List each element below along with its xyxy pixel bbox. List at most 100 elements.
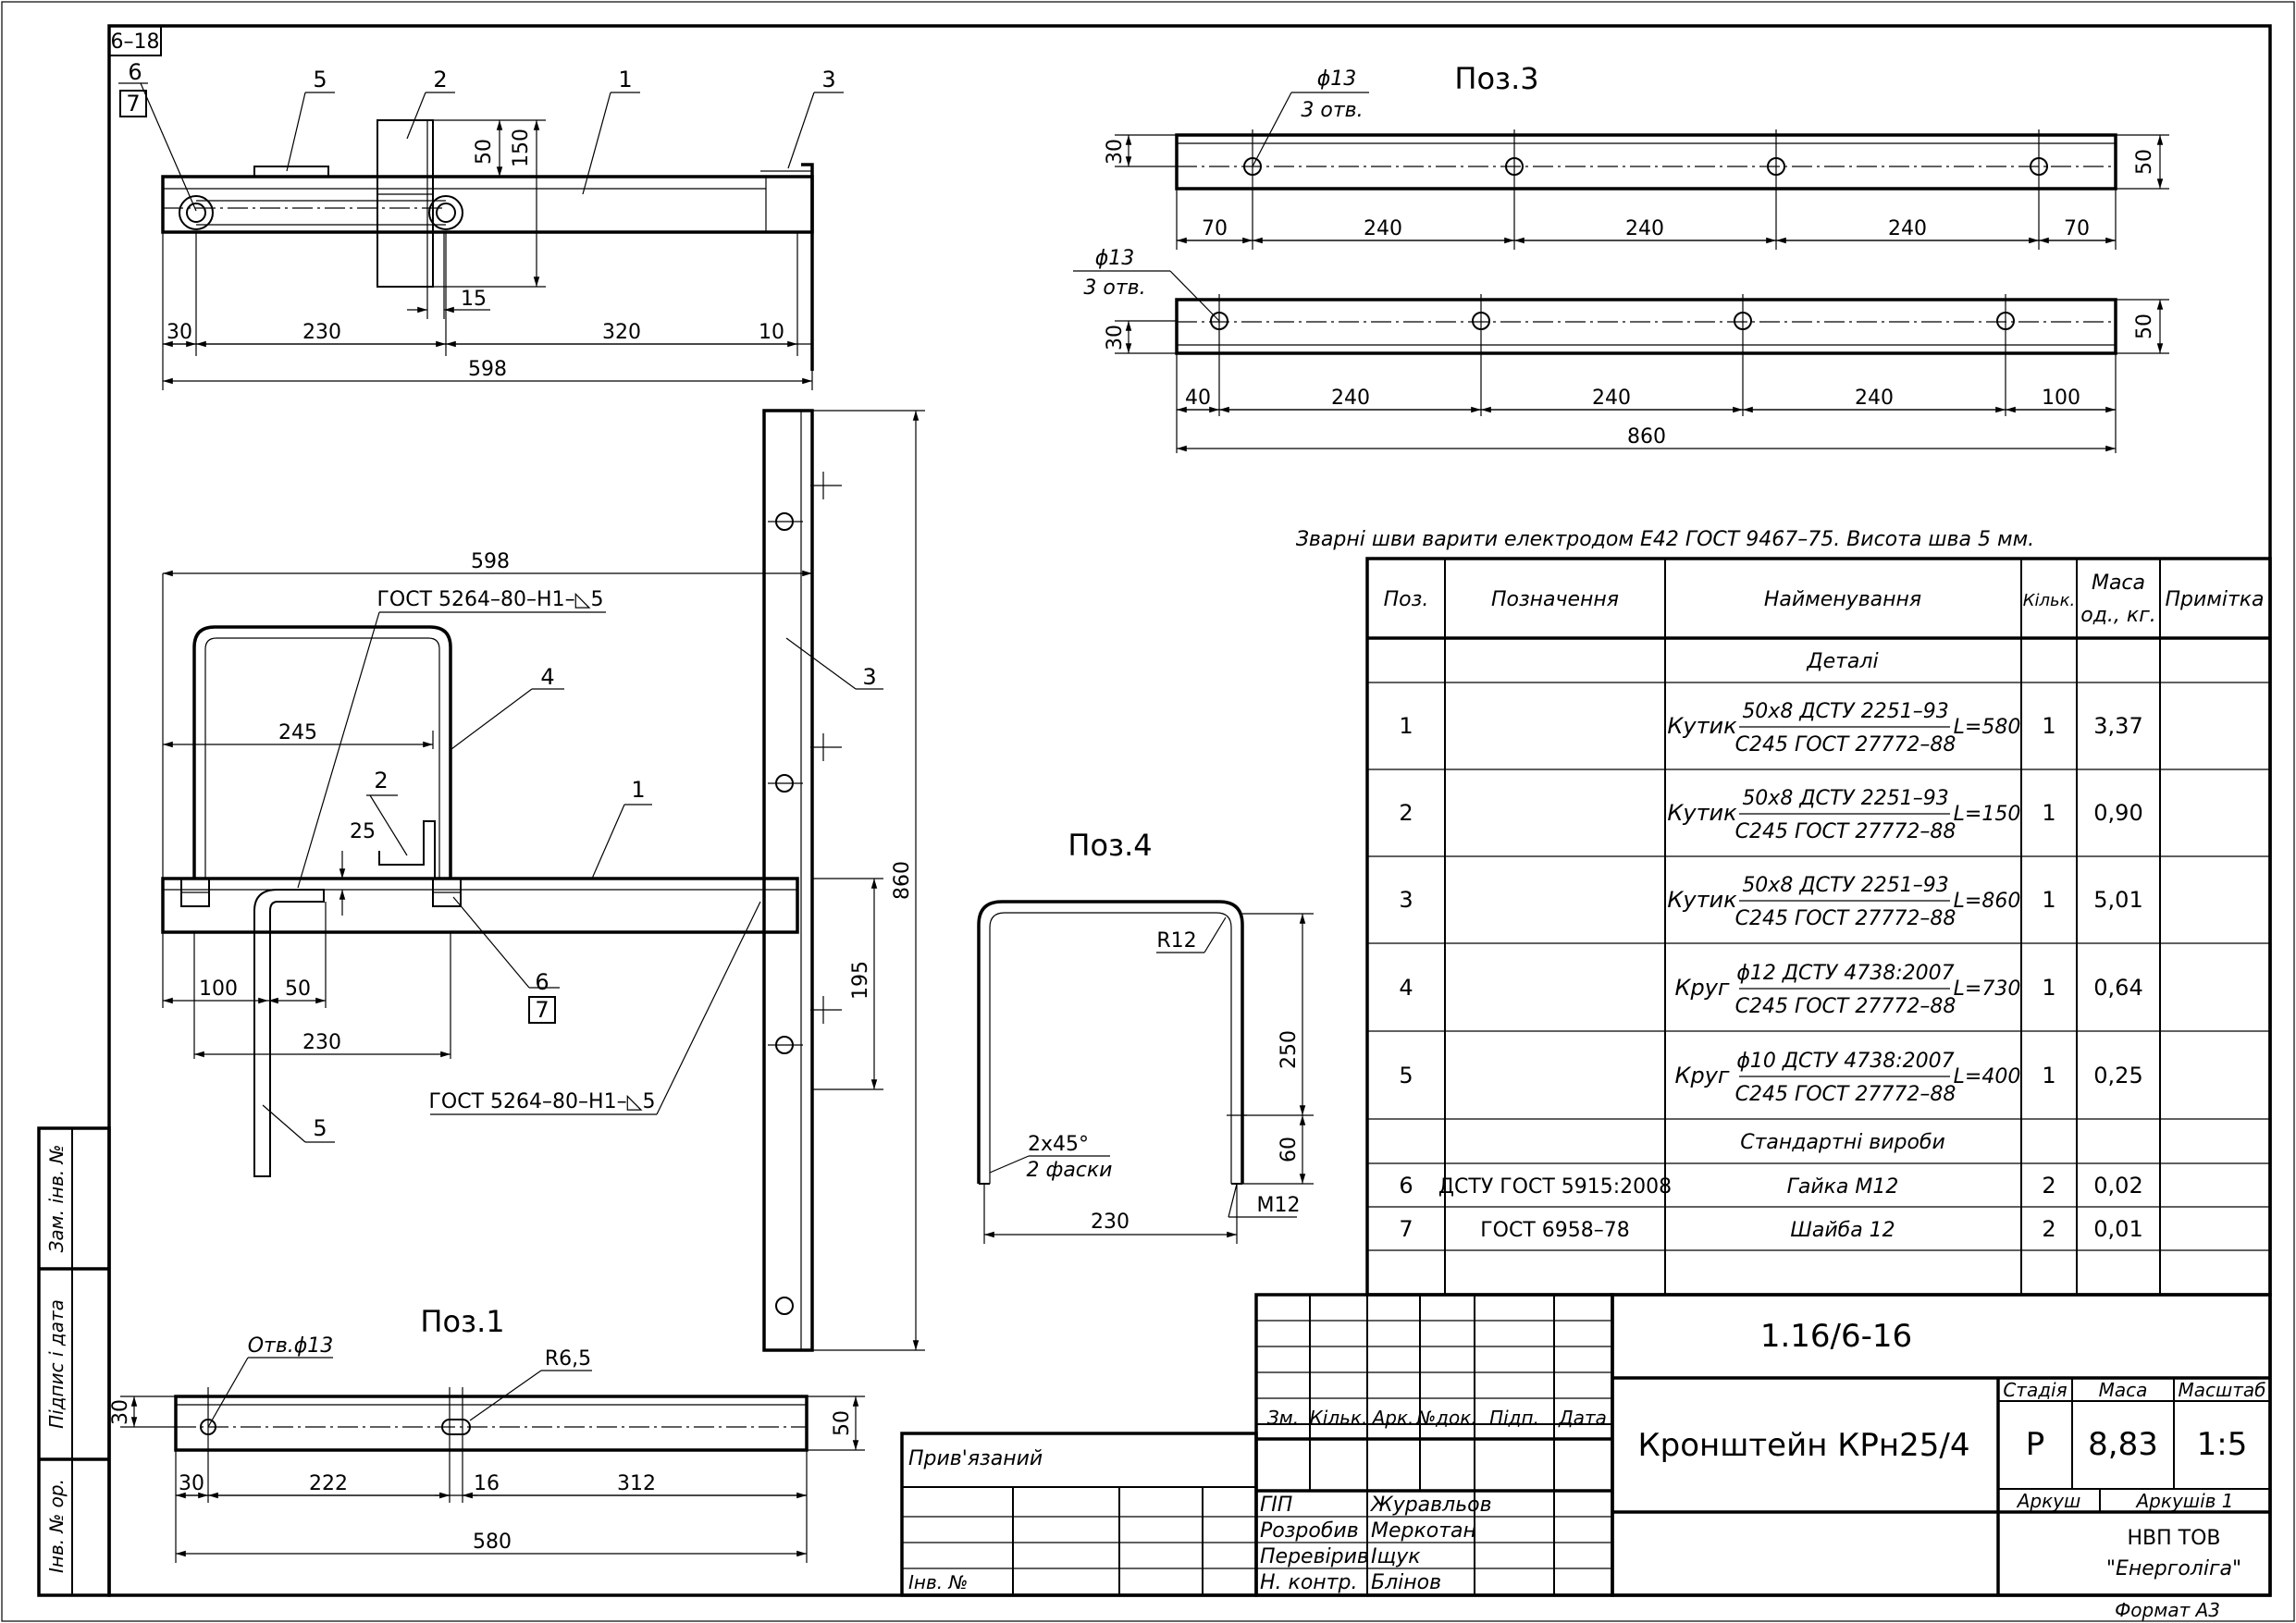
pos3-dim-240b: 240	[1625, 217, 1664, 240]
svg-text:L=860: L=860	[1954, 890, 2021, 913]
svg-text:1: 1	[2042, 1063, 2055, 1088]
svg-text:Круг: Круг	[1674, 975, 1729, 1001]
signer-role-1: ГІП	[1260, 1494, 1292, 1517]
spec-row-3: 3 Кутик 50х8 ДСТУ 2251–93 С245 ГОСТ 2777…	[1399, 874, 2142, 930]
pos3-dim-240a: 240	[1364, 217, 1402, 240]
spec-header-note: Примітка	[2165, 588, 2264, 611]
pos3-title: Поз.3	[1454, 61, 1538, 96]
tv-leader-5: 5	[313, 67, 327, 92]
fv-leader-5: 5	[313, 1115, 327, 1141]
spec-row-4: 4 Круг ϕ12 ДСТУ 4738:2007 С245 ГОСТ 2777…	[1399, 962, 2142, 1018]
rev-hdr-ark: Арк.	[1371, 1407, 1414, 1429]
fv-dim-25: 25	[350, 820, 376, 843]
org-line-2: "Енерголіга"	[2106, 1557, 2241, 1580]
svg-text:0,01: 0,01	[2093, 1216, 2142, 1242]
svg-text:ГОСТ 6958–78: ГОСТ 6958–78	[1480, 1219, 1630, 1242]
title-block: Зм. Кільк. Арк. №док. Підп. Дата ГІП Жур…	[900, 1293, 2272, 1597]
top-view-leaders: 6 7 5 2 1 3	[118, 59, 844, 212]
corner-code: 6–18	[111, 31, 160, 54]
svg-text:5: 5	[1399, 1063, 1413, 1088]
pos1-dim-312: 312	[617, 1472, 656, 1495]
tv-dim-10: 10	[759, 321, 784, 344]
spec-header-designation: Позначення	[1491, 588, 1619, 611]
svg-text:7: 7	[1399, 1216, 1413, 1242]
svg-text:0,64: 0,64	[2093, 975, 2142, 1001]
pos3-dim-860: 860	[1627, 425, 1666, 449]
tv-dim-598: 598	[468, 358, 507, 381]
svg-text:Кутик: Кутик	[1667, 800, 1737, 826]
pos3-dim-100: 100	[2042, 387, 2080, 410]
svg-text:ϕ12 ДСТУ 4738:2007: ϕ12 ДСТУ 4738:2007	[1736, 962, 1954, 985]
sheet-label: Аркуш	[2016, 1490, 2081, 1512]
tv-leader-2: 2	[433, 67, 447, 92]
spec-header-mass-2: од., кг.	[2080, 604, 2156, 627]
svg-text:3,37: 3,37	[2093, 713, 2142, 739]
mass-value: 8,83	[2088, 1426, 2158, 1463]
signer-role-3: Перевірив	[1260, 1545, 1369, 1568]
tv-dim-15: 15	[461, 288, 487, 311]
svg-text:Кутик: Кутик	[1667, 887, 1737, 913]
pos4-radius: R12	[1156, 929, 1196, 953]
weld-note: Зварні шви варити електродом Е42 ГОСТ 94…	[1296, 528, 2034, 551]
front-view	[161, 409, 842, 1352]
pos3-lower: 40 240 240 240 100 860 30 50 ϕ13 3 отв.	[1073, 247, 2169, 453]
stage-value: Р	[2026, 1426, 2045, 1463]
pos3-dim-50b: 50	[2133, 314, 2156, 339]
org-line-1: НВП ТОВ	[2127, 1527, 2220, 1550]
pos3-hole-note-bottom: ϕ13	[1095, 247, 1135, 270]
svg-text:С245 ГОСТ 27772–88: С245 ГОСТ 27772–88	[1735, 733, 1957, 756]
svg-text:50х8 ДСТУ 2251–93: 50х8 ДСТУ 2251–93	[1742, 874, 1948, 897]
attached-label: Прив'язаний	[908, 1447, 1043, 1470]
svg-text:1: 1	[2042, 887, 2055, 913]
pos3-dim-240c: 240	[1888, 217, 1927, 240]
pos3-dim-240f: 240	[1855, 387, 1894, 410]
pos3-dim-70a: 70	[1202, 217, 1228, 240]
rev-hdr-zm: Зм.	[1267, 1407, 1299, 1429]
pos1-slot-note: R6,5	[545, 1347, 591, 1371]
svg-text:С245 ГОСТ 27772–88: С245 ГОСТ 27772–88	[1735, 907, 1957, 930]
top-view-dims: 50 150 15 30 230 320 10 598	[162, 119, 813, 390]
fv-dim-598: 598	[471, 550, 510, 573]
pos1-dim-50: 50	[831, 1410, 854, 1436]
corner-code-box	[108, 25, 162, 56]
pos4-title: Поз.4	[1068, 828, 1152, 863]
tv-leader-3: 3	[821, 67, 835, 92]
stage-label: Стадія	[2003, 1379, 2067, 1401]
fv-dim-860: 860	[891, 861, 914, 900]
signer-name-1: Журавльов	[1369, 1494, 1492, 1517]
pos3-dim-240d: 240	[1331, 387, 1370, 410]
svg-text:1: 1	[2042, 800, 2055, 826]
svg-text:L=580: L=580	[1954, 716, 2021, 739]
doc-title: Кронштейн КРн25/4	[1638, 1427, 1970, 1464]
tv-dim-50: 50	[473, 139, 496, 165]
fv-dim-195: 195	[849, 961, 872, 1000]
pos4-dim-230: 230	[1091, 1211, 1129, 1234]
pos1-dim-16: 16	[474, 1472, 500, 1495]
svg-text:0,90: 0,90	[2093, 800, 2142, 826]
tv-dim-230: 230	[302, 321, 341, 344]
tv-leader-6: 6	[128, 59, 142, 85]
spec-section-standard: Стандартні вироби	[1740, 1131, 1945, 1154]
tv-dim-320: 320	[602, 321, 641, 344]
svg-text:С245 ГОСТ 27772–88: С245 ГОСТ 27772–88	[1735, 1083, 1957, 1106]
pos4-dim-60: 60	[1278, 1137, 1301, 1162]
sheets-label: Аркушів 1	[2134, 1490, 2233, 1512]
pos3-upper: 70 240 240 240 70 30 50 ϕ13 3 отв.	[1104, 68, 2169, 250]
svg-text:Гайка М12: Гайка М12	[1787, 1175, 1899, 1199]
scale-label: Масштаб	[2178, 1379, 2265, 1401]
signer-name-4: Блінов	[1371, 1571, 1441, 1594]
pos3-dim-30a: 30	[1104, 139, 1127, 165]
rev-hdr-kilk: Кільк.	[1310, 1407, 1368, 1429]
fv-leader-4: 4	[540, 664, 554, 690]
svg-text:4: 4	[1399, 975, 1413, 1001]
strip-label-sign: Підпис і дата	[45, 1299, 68, 1429]
signer-role-4: Н. контр.	[1260, 1571, 1357, 1594]
fv-leader-7: 7	[535, 997, 549, 1023]
tv-dim-30: 30	[167, 321, 192, 344]
svg-text:1: 1	[1399, 713, 1413, 739]
svg-text:1: 1	[2042, 975, 2055, 1001]
pos3-dim-70b: 70	[2064, 217, 2090, 240]
signer-role-2: Розробив	[1260, 1519, 1359, 1543]
top-view	[161, 119, 814, 371]
